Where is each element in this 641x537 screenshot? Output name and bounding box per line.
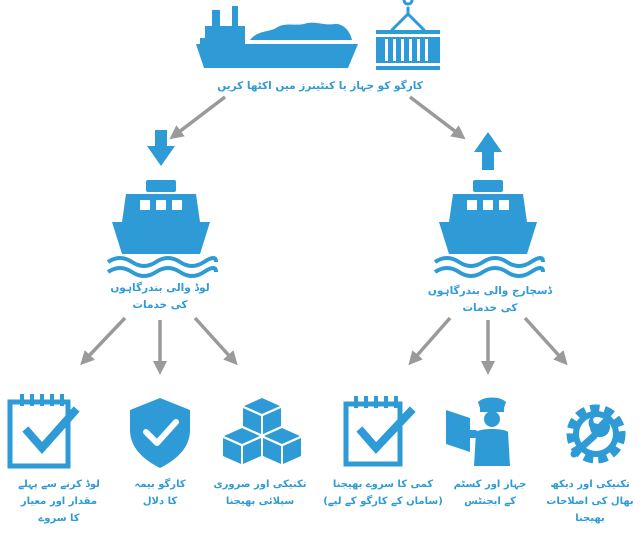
top-label-text: کارگو کو جہاز یا کنٹینرز میں اکٹھا کریں (217, 80, 423, 92)
service-label-supply: تکنیکی اور ضروری سپلائی بھیجنا (195, 476, 325, 510)
label-line: کے ایجنٹس (464, 496, 516, 507)
arrow-discharge-to-repairs (523, 316, 568, 366)
service-label-repairs: تکنیکی اور دیکھ بھال کی اصلاحات بھیجنا (530, 476, 641, 527)
arrow-top-to-load (169, 95, 227, 140)
label-line: کمی کا سروے بھیجنا (332, 479, 434, 490)
container-crane-icon (376, 0, 440, 70)
label-line: کا سروے (38, 513, 80, 524)
label-line: کا دلال (142, 496, 178, 507)
label-line: مقدار اور معیار (20, 496, 98, 507)
survey-clipboard-icon (7, 394, 80, 469)
top-label: کارگو کو جہاز یا کنٹینرز میں اکٹھا کریں (170, 78, 470, 95)
service-label-shortage-survey: کمی کا سروے بھیجنا (سامان کے کارگو کے لی… (318, 476, 448, 510)
survey-clipboard-icon (343, 396, 416, 467)
label-line: ڈسچارج والی بندرگاہوں (427, 285, 553, 297)
label-line: کی خدمات (462, 302, 518, 314)
ship-icon (433, 180, 545, 278)
discharge-port-label: ڈسچارج والی بندرگاہوں کی خدمات (380, 283, 600, 317)
label-line: بھال کی اصلاحات (546, 496, 634, 507)
load-port-label: لوڈ والی بندرگاہوں کی خدمات (60, 280, 260, 314)
down-arrow-icon (147, 130, 175, 166)
label-line: لوڈ کرنے سے پہلے (18, 479, 100, 490)
connector-arrows (80, 95, 568, 375)
label-line: سپلائی بھیجنا (225, 496, 295, 507)
label-line: کارگو بیمہ (134, 479, 186, 490)
arrow-load-to-survey (80, 316, 127, 366)
arrow-top-to-discharge (408, 95, 466, 140)
cargo-ship-icon (196, 6, 358, 68)
label-line: کی خدمات (132, 299, 188, 311)
gear-wrench-icon (566, 404, 626, 464)
label-line: لوڈ والی بندرگاہوں (110, 282, 210, 294)
service-label-insurance: کارگو بیمہ کا دلال (95, 476, 225, 510)
arrow-discharge-to-survey (408, 316, 452, 366)
label-line: (سامان کے کارگو کے لیے) (323, 496, 443, 507)
arrow-load-to-supply (193, 316, 238, 366)
label-line: تکنیکی اور ضروری (213, 479, 307, 490)
supply-boxes-icon (223, 398, 301, 464)
ship-icon (106, 180, 218, 278)
service-label-agents: جہاز اور کسٹم کے ایجنٹس (430, 476, 550, 510)
service-label-survey: لوڈ کرنے سے پہلے مقدار اور معیار کا سروے (0, 476, 124, 527)
customs-agent-icon (446, 397, 510, 466)
label-line: تکنیکی اور دیکھ (550, 479, 630, 490)
label-line: جہاز اور کسٹم (453, 479, 527, 490)
insurance-shield-icon (130, 398, 190, 468)
up-arrow-icon (474, 132, 502, 170)
label-line: بھیجنا (575, 513, 605, 524)
